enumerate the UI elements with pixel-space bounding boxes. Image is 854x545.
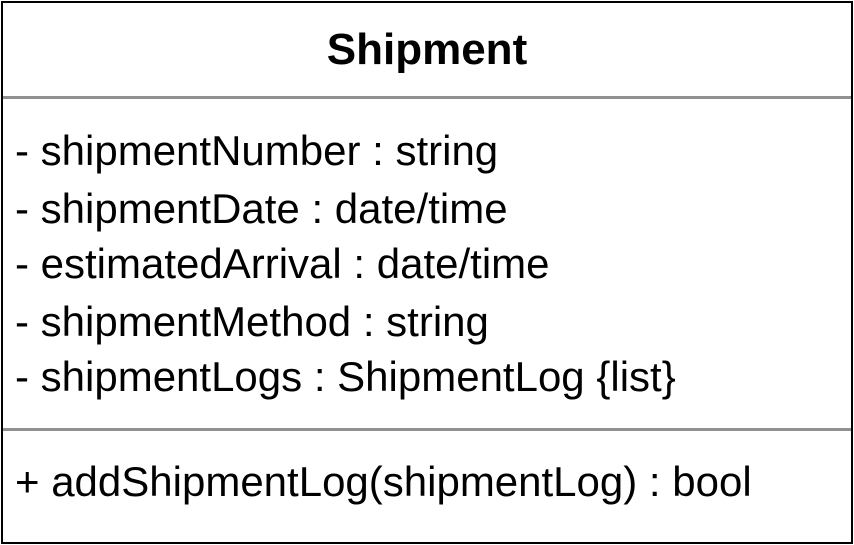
attribute-shipment-number: - shipmentNumber : string xyxy=(15,127,499,174)
attribute-shipment-method: - shipmentMethod : string xyxy=(15,298,489,345)
operations-divider xyxy=(3,428,851,431)
attribute-shipment-logs: - shipmentLogs : ShipmentLog {list} xyxy=(15,353,676,400)
attributes-divider xyxy=(3,96,851,99)
attribute-estimated-arrival: - estimatedArrival : date/time xyxy=(15,240,550,287)
attribute-shipment-date: - shipmentDate : date/time xyxy=(15,185,508,232)
operation-add-shipment-log: + addShipmentLog(shipmentLog) : bool xyxy=(15,458,752,505)
class-name: Shipment xyxy=(326,24,528,74)
